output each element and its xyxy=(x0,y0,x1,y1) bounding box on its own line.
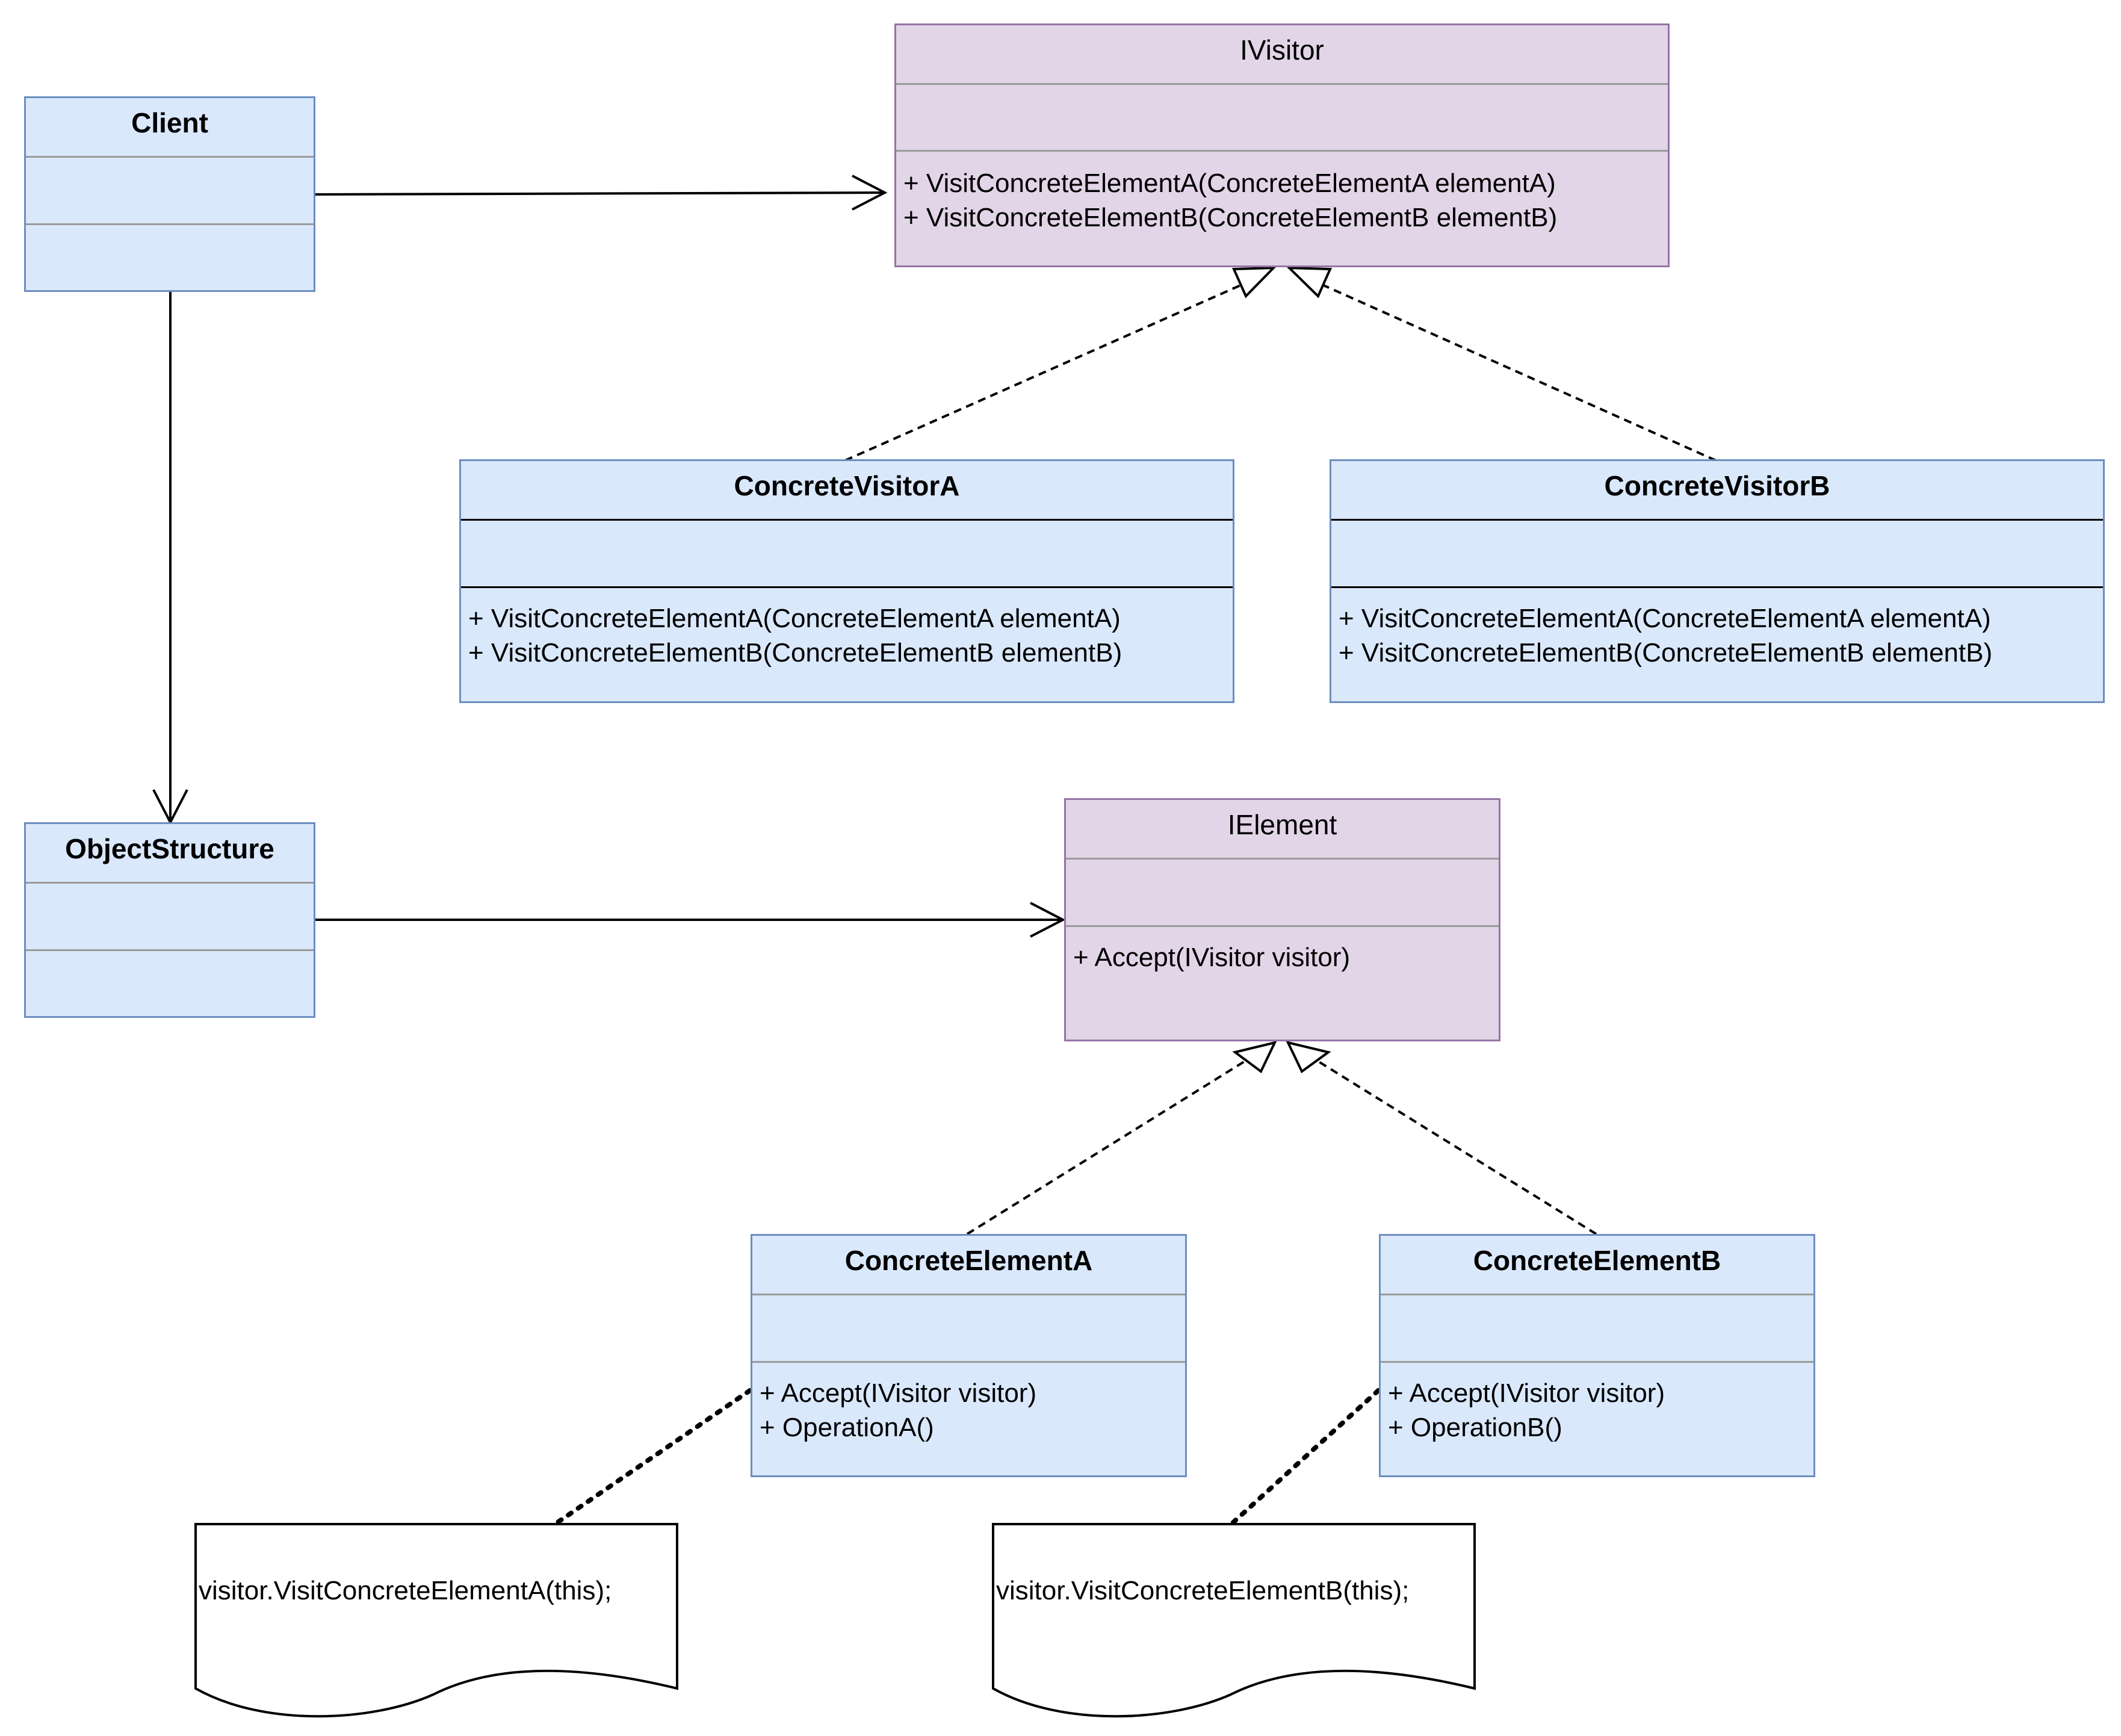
objectstructure-to-ielement-arrow xyxy=(314,902,1066,938)
class-name: ConcreteVisitorA xyxy=(734,470,960,501)
interface-name: IVisitor xyxy=(1240,34,1324,66)
note-a-anchor xyxy=(554,1388,752,1525)
concreteelementb-realization xyxy=(1286,1041,1597,1235)
client-to-ivisitor-arrow xyxy=(314,175,888,211)
class-name: ConcreteElementB xyxy=(1473,1245,1721,1276)
operations: + VisitConcreteElementA(ConcreteElementA… xyxy=(1339,601,2101,670)
divider xyxy=(461,519,1233,521)
divider xyxy=(752,1361,1185,1363)
interface-name: IElement xyxy=(1227,809,1337,840)
class-concrete-element-b[interactable]: ConcreteElementB + Accept(IVisitor visit… xyxy=(1379,1234,1815,1477)
class-concrete-visitor-b[interactable]: ConcreteVisitorB + VisitConcreteElementA… xyxy=(1330,459,2105,703)
note-b-text: visitor.VisitConcreteElementB(this); xyxy=(996,1576,1410,1605)
note-a-text: visitor.VisitConcreteElementA(this); xyxy=(199,1576,612,1605)
class-name: ConcreteElementA xyxy=(844,1245,1093,1276)
class-concrete-visitor-a[interactable]: ConcreteVisitorA + VisitConcreteElementA… xyxy=(459,459,1234,703)
operations: + VisitConcreteElementA(ConcreteElementA… xyxy=(903,166,1665,235)
class-object-structure[interactable]: ObjectStructure xyxy=(24,822,315,1018)
class-name: ObjectStructure xyxy=(65,833,274,864)
divider xyxy=(1381,1361,1813,1363)
divider xyxy=(896,150,1668,152)
divider xyxy=(1066,858,1499,860)
concretevisitorb-realization xyxy=(1286,266,1717,462)
operations: + VisitConcreteElementA(ConcreteElementA… xyxy=(468,601,1230,670)
operation: + Accept(IVisitor visitor) xyxy=(1073,943,1351,972)
note-b-anchor xyxy=(1230,1388,1381,1525)
operation: + OperationB() xyxy=(1388,1413,1562,1442)
operation: + VisitConcreteElementB(ConcreteElementB… xyxy=(468,638,1122,668)
divider xyxy=(752,1294,1185,1295)
divider xyxy=(1331,519,2103,521)
client-to-objectstructure-arrow xyxy=(152,292,188,825)
divider xyxy=(461,586,1233,588)
divider xyxy=(896,83,1668,85)
divider xyxy=(1381,1294,1813,1295)
operation: + OperationA() xyxy=(760,1413,934,1442)
operation: + Accept(IVisitor visitor) xyxy=(1388,1378,1665,1408)
operations: + Accept(IVisitor visitor) + OperationA(… xyxy=(760,1376,1183,1445)
divider xyxy=(26,882,314,884)
divider xyxy=(1066,925,1499,927)
operations: + Accept(IVisitor visitor) + OperationB(… xyxy=(1388,1376,1811,1445)
concreteelementa-realization xyxy=(966,1041,1277,1235)
interface-ivisitor[interactable]: IVisitor + VisitConcreteElementA(Concret… xyxy=(894,23,1670,267)
interface-ielement[interactable]: IElement + Accept(IVisitor visitor) xyxy=(1064,798,1500,1041)
divider xyxy=(1331,586,2103,588)
divider xyxy=(26,949,314,951)
operation: + VisitConcreteElementB(ConcreteElementB… xyxy=(903,203,1558,232)
class-concrete-element-a[interactable]: ConcreteElementA + Accept(IVisitor visit… xyxy=(751,1234,1187,1477)
class-name: Client xyxy=(131,107,208,138)
operation: + Accept(IVisitor visitor) xyxy=(760,1378,1037,1408)
operation: + VisitConcreteElementA(ConcreteElementA… xyxy=(468,604,1121,633)
note-b-shape xyxy=(992,1523,1476,1718)
divider xyxy=(26,223,314,225)
operation: + VisitConcreteElementA(ConcreteElementA… xyxy=(903,169,1556,198)
note-a-shape xyxy=(194,1523,678,1718)
concretevisitora-realization xyxy=(844,266,1277,462)
operations: + Accept(IVisitor visitor) xyxy=(1073,940,1496,975)
operation: + VisitConcreteElementB(ConcreteElementB… xyxy=(1339,638,1993,668)
class-name: ConcreteVisitorB xyxy=(1604,470,1830,501)
operation: + VisitConcreteElementA(ConcreteElementA… xyxy=(1339,604,1991,633)
class-client[interactable]: Client xyxy=(24,96,315,292)
divider xyxy=(26,156,314,158)
